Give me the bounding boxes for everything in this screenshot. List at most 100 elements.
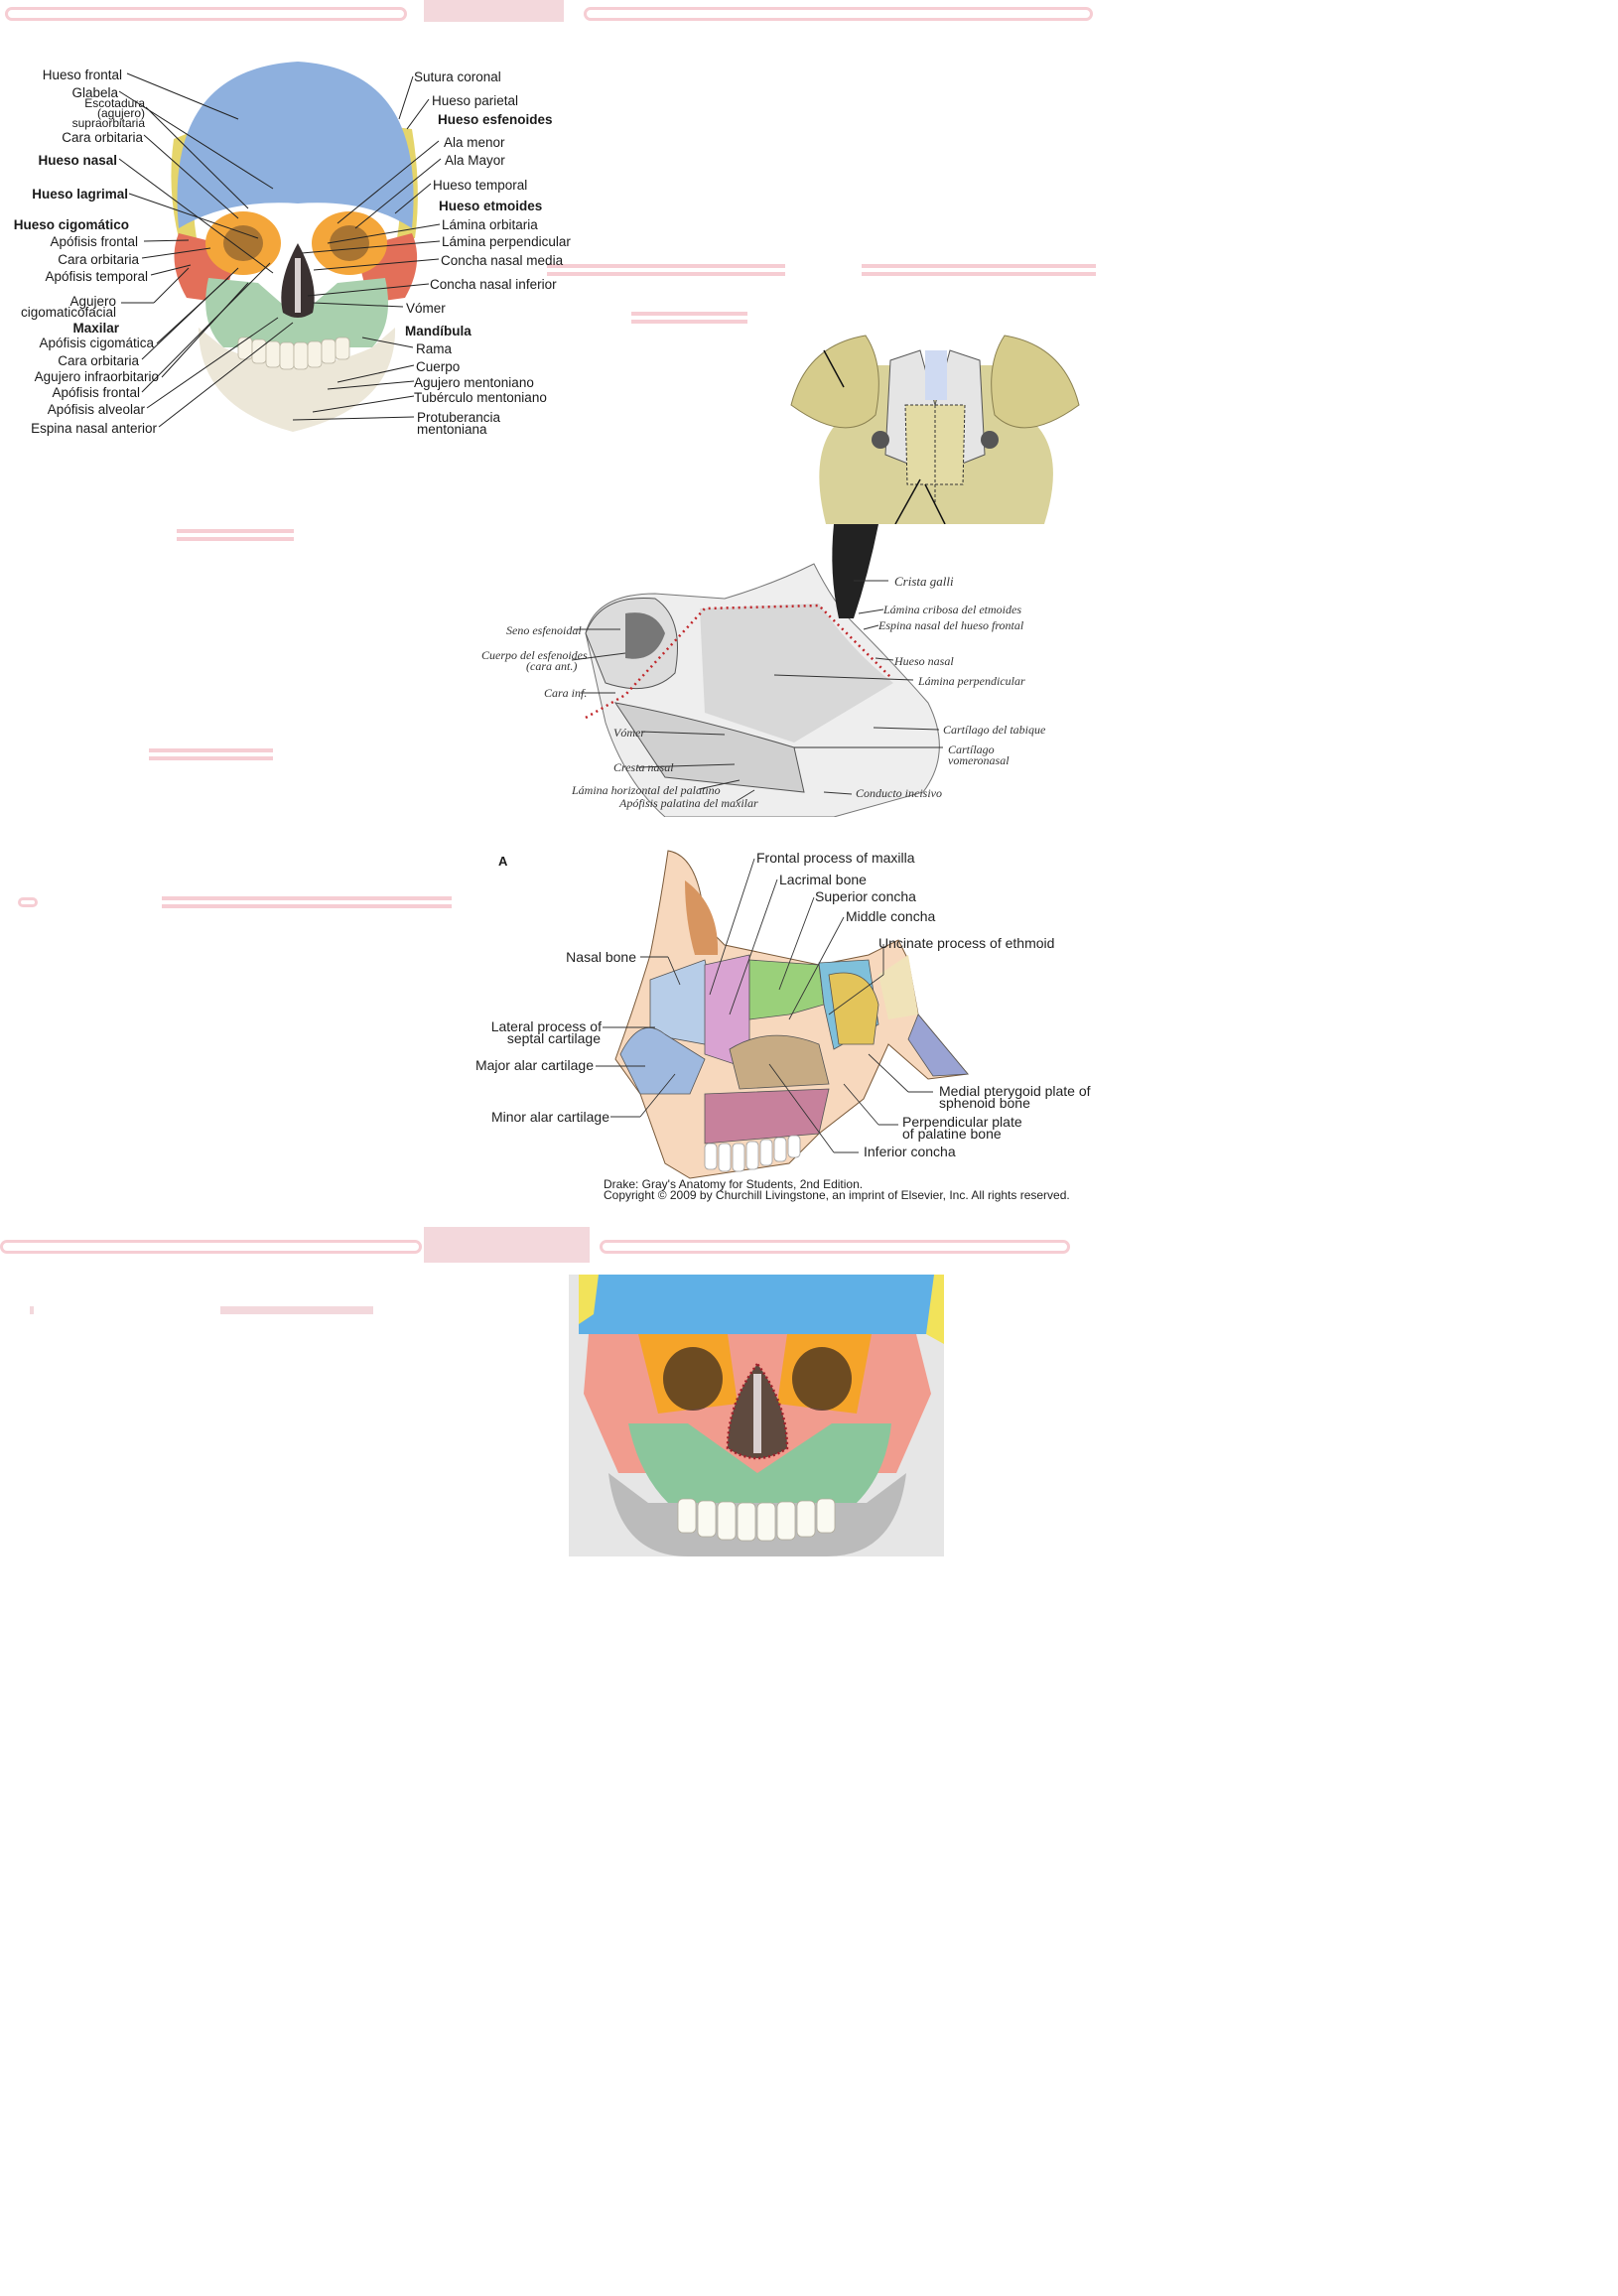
- label-sutura-coronal: Sutura coronal: [414, 69, 501, 84]
- label-seno-esfenoidal: Seno esfenoidal: [506, 623, 582, 637]
- label-mandibula: Mandíbula: [405, 324, 472, 338]
- label-cartilago: Cartílago: [948, 743, 995, 756]
- header-title-block-2: [424, 1227, 590, 1263]
- label-hueso-esfenoides: Hueso esfenoides: [438, 112, 553, 127]
- label-perpendicular-plate: Perpendicular plate: [902, 1114, 1022, 1130]
- label-major-alar: Major alar cartilage: [474, 1057, 594, 1073]
- label-hueso-frontal: Hueso frontal: [42, 68, 122, 82]
- label-hueso-temporal: Hueso temporal: [433, 178, 528, 193]
- label-espina-nasal-anterior: Espina nasal anterior: [31, 421, 157, 436]
- figure-credit-line1: Drake: Gray's Anatomy for Students, 2nd …: [604, 1177, 864, 1191]
- label-escotadura: Escotadura: [84, 96, 145, 110]
- section-rule: [631, 312, 747, 324]
- skull-face-closeup-figure: [569, 1275, 944, 1556]
- header-rule-left: [5, 7, 407, 21]
- ethmoid-superior-figure: [786, 306, 1084, 524]
- label-cara-inf: Cara inf.: [544, 686, 588, 700]
- label-inferior-concha: Inferior concha: [864, 1144, 956, 1159]
- section-rule-solid: [220, 1306, 373, 1314]
- label-protuberancia: Protuberancia: [417, 410, 501, 425]
- label-nasal-bone: Nasal bone: [566, 949, 636, 965]
- label-supraorbitaria: supraorbitaria: [71, 116, 145, 130]
- bullet-mark: [30, 1306, 34, 1314]
- label-cara-orbitaria-cig: Cara orbitaria: [58, 252, 139, 267]
- label-apofisis-palatina-maxilar: Apófisis palatina del maxilar: [619, 796, 758, 810]
- section-rule: [862, 264, 1096, 276]
- label-vomeronasal: vomeronasal: [948, 753, 1010, 767]
- label-minor-alar: Minor alar cartilage: [490, 1109, 609, 1125]
- label-hueso-parietal: Hueso parietal: [432, 93, 519, 108]
- label-lamina-cribosa: Lámina cribosa del etmoides: [883, 603, 1021, 616]
- label-ala-menor: Ala menor: [444, 135, 505, 150]
- label-hueso-nasal: Hueso nasal: [38, 153, 117, 168]
- section-rule: [162, 896, 452, 908]
- label-apofisis-temporal: Apófisis temporal: [45, 269, 148, 284]
- label-lamina-perpendicular-sept: Lámina perpendicular: [918, 674, 1025, 688]
- label-crista-galli: Crista galli: [894, 574, 954, 589]
- label-concha-nasal-media: Concha nasal media: [441, 253, 564, 268]
- label-cara-orbitaria-frontal: Cara orbitaria: [62, 130, 143, 145]
- label-cara-orbitaria-max: Cara orbitaria: [58, 353, 139, 368]
- label-cigomaticofacial: cigomaticofacial: [20, 305, 116, 320]
- label-uncinate-process: Uncinate process of ethmoid: [878, 935, 1055, 951]
- label-maxilar: Maxilar: [72, 321, 119, 336]
- label-tuberculo-mentoniano: Tubérculo mentoniano: [414, 390, 547, 405]
- label-hueso-cigomatico: Hueso cigomático: [13, 217, 129, 232]
- label-hueso-nasal-sept: Hueso nasal: [894, 654, 954, 668]
- label-lateral-process: Lateral process of: [490, 1018, 602, 1034]
- label-ala-mayor: Ala Mayor: [445, 153, 505, 168]
- label-hueso-etmoides: Hueso etmoides: [439, 199, 543, 213]
- label-middle-concha: Middle concha: [846, 908, 936, 924]
- label-agujero: Agujero: [69, 294, 116, 309]
- label-vomer-sept: Vómer: [613, 726, 645, 740]
- label-sphenoid-bone: sphenoid bone: [939, 1095, 1030, 1111]
- label-hueso-lagrimal: Hueso lagrimal: [32, 187, 128, 202]
- label-cartilago-tabique: Cartílago del tabique: [943, 723, 1046, 737]
- label-cara-ant: (cara ant.): [526, 659, 578, 673]
- label-medial-pterygoid: Medial pterygoid plate of: [939, 1083, 1091, 1099]
- skull-anterior-illustration: [118, 62, 442, 432]
- label-cresta-nasal: Cresta nasal: [613, 760, 674, 774]
- label-palatine-bone: of palatine bone: [902, 1126, 1002, 1142]
- nasal-septum-illustration: [571, 524, 943, 817]
- label-agujero-paren: (agujero): [96, 106, 145, 120]
- label-lamina-horizontal-palatino: Lámina horizontal del palatino: [572, 783, 721, 797]
- label-apofisis-cigomatica: Apófisis cigomática: [39, 336, 154, 350]
- panel-letter: A: [498, 854, 508, 869]
- skull-face-closeup-illustration: [569, 1275, 944, 1556]
- label-espina-nasal-frontal: Espina nasal del hueso frontal: [878, 618, 1024, 632]
- label-lacrimal-bone: Lacrimal bone: [779, 872, 867, 887]
- label-frontal-process-maxilla: Frontal process of maxilla: [756, 850, 915, 866]
- label-concha-nasal-inferior: Concha nasal inferior: [430, 277, 557, 292]
- header-rule-right: [584, 7, 1093, 21]
- label-cuerpo-esfenoides: Cuerpo del esfenoides: [481, 648, 588, 662]
- section-rule: [177, 529, 294, 541]
- label-glabela: Glabela: [71, 85, 118, 100]
- label-agujero-mentoniano: Agujero mentoniano: [414, 375, 534, 390]
- label-superior-concha: Superior concha: [815, 888, 916, 904]
- label-cuerpo: Cuerpo: [416, 359, 461, 374]
- section-rule: [547, 264, 785, 276]
- lateral-nasal-wall-illustration: [596, 850, 969, 1179]
- header-rule-right-2: [600, 1240, 1070, 1254]
- label-septal-cartilage: septal cartilage: [506, 1030, 601, 1046]
- label-agujero-infraorbitario: Agujero infraorbitario: [34, 369, 159, 384]
- nasal-septum-figure: Crista galli Lámina cribosa del etmoides…: [476, 524, 1045, 817]
- label-conducto-incisivo: Conducto incisivo: [856, 786, 942, 800]
- header-rule-left-2: [0, 1240, 422, 1254]
- label-rama: Rama: [416, 341, 453, 356]
- label-vomer: Vómer: [406, 301, 446, 316]
- lateral-nasal-wall-figure: A Frontal process of maxilla Lacrimal bo…: [475, 846, 1091, 1203]
- label-lamina-orbitaria: Lámina orbitaria: [442, 217, 538, 232]
- label-mentoniana: mentoniana: [417, 422, 487, 437]
- label-apofisis-alveolar: Apófisis alveolar: [47, 402, 145, 417]
- label-apofisis-frontal-cig: Apófisis frontal: [50, 234, 138, 249]
- header-title-block: [424, 0, 564, 22]
- skull-anterior-figure: Hueso frontal Glabela Escotadura (agujer…: [14, 50, 571, 447]
- section-rule: [149, 748, 273, 760]
- label-apofisis-frontal-max: Apófisis frontal: [52, 385, 140, 400]
- figure-credit-line2: Copyright © 2009 by Churchill Livingston…: [604, 1188, 1070, 1202]
- ethmoid-superior-illustration: [786, 306, 1084, 524]
- label-lamina-perpendicular: Lámina perpendicular: [442, 234, 571, 249]
- section-rule-short: [18, 897, 38, 907]
